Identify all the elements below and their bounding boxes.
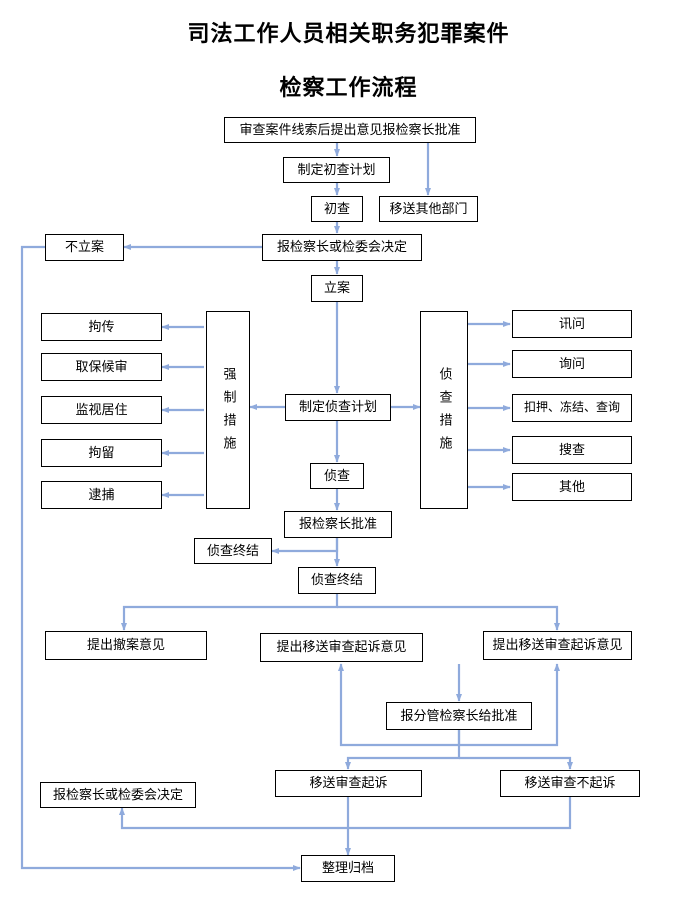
wire-deputyapproval-to-transfernonprosecute xyxy=(459,756,574,770)
node-seizure-freeze-inquiry[interactable]: 扣押、冻结、查询 xyxy=(512,394,632,422)
wire-reportapproval-to-concluded-left xyxy=(271,538,339,555)
node-other[interactable]: 其他 xyxy=(512,473,632,501)
node-coercive-measures-label[interactable]: 强制措施 xyxy=(206,311,250,509)
node-transfer-for-prosecution[interactable]: 移送审查起诉 xyxy=(275,770,422,797)
node-arrest[interactable]: 逮捕 xyxy=(41,481,162,509)
node-make-prelim-plan[interactable]: 制定初查计划 xyxy=(283,157,390,183)
node-propose-transfer-prosecution-mid[interactable]: 提出移送审查起诉意见 xyxy=(260,633,423,662)
node-detention[interactable]: 拘留 xyxy=(41,439,162,467)
node-investigation[interactable]: 侦查 xyxy=(310,463,364,489)
node-questioning[interactable]: 询问 xyxy=(512,350,632,378)
node-no-case-filing[interactable]: 不立案 xyxy=(45,234,124,261)
page-title-line-1: 司法工作人员相关职务犯罪案件 xyxy=(187,21,510,46)
wire-deputyapproval-to-transferprosecute xyxy=(344,730,461,770)
node-report-chief-or-committee-top[interactable]: 报检察长或检委会决定 xyxy=(262,234,422,261)
node-propose-transfer-prosecution-right[interactable]: 提出移送审查起诉意见 xyxy=(483,631,632,660)
wire-concluded-bus-right xyxy=(337,605,561,631)
node-case-filing[interactable]: 立案 xyxy=(311,275,363,302)
node-transfer-for-non-prosecution[interactable]: 移送审查不起诉 xyxy=(500,770,640,797)
node-file-and-archive[interactable]: 整理归档 xyxy=(301,855,395,882)
node-make-investigation-plan[interactable]: 制定侦查计划 xyxy=(285,394,391,421)
node-summon[interactable]: 拘传 xyxy=(41,313,162,341)
node-report-deputy-chief-approval[interactable]: 报分管检察长给批准 xyxy=(386,702,532,730)
node-investigation-measures-label[interactable]: 侦查措施 xyxy=(420,311,468,509)
node-report-chief-approval[interactable]: 报检察长批准 xyxy=(284,511,392,538)
node-residential-surveillance[interactable]: 监视居住 xyxy=(41,396,162,424)
node-transfer-other-dept[interactable]: 移送其他部门 xyxy=(379,196,478,222)
node-propose-withdraw-case[interactable]: 提出撤案意见 xyxy=(45,631,207,660)
node-search[interactable]: 搜查 xyxy=(512,436,632,464)
page-title-line-2: 检察工作流程 xyxy=(279,75,418,100)
node-investigation-concluded-center[interactable]: 侦查终结 xyxy=(298,567,376,594)
node-investigation-concluded-left[interactable]: 侦查终结 xyxy=(194,538,272,564)
node-bail-pending-trial[interactable]: 取保候审 xyxy=(41,353,162,381)
node-report-chief-or-committee-bottom[interactable]: 报检察长或检委会决定 xyxy=(40,782,196,808)
node-interrogation[interactable]: 讯问 xyxy=(512,310,632,338)
node-review-clue[interactable]: 审查案件线索后提出意见报检察长批准 xyxy=(224,117,476,143)
node-prelim-investigation[interactable]: 初查 xyxy=(311,196,363,222)
wire-concluded-bus-left xyxy=(120,594,339,631)
